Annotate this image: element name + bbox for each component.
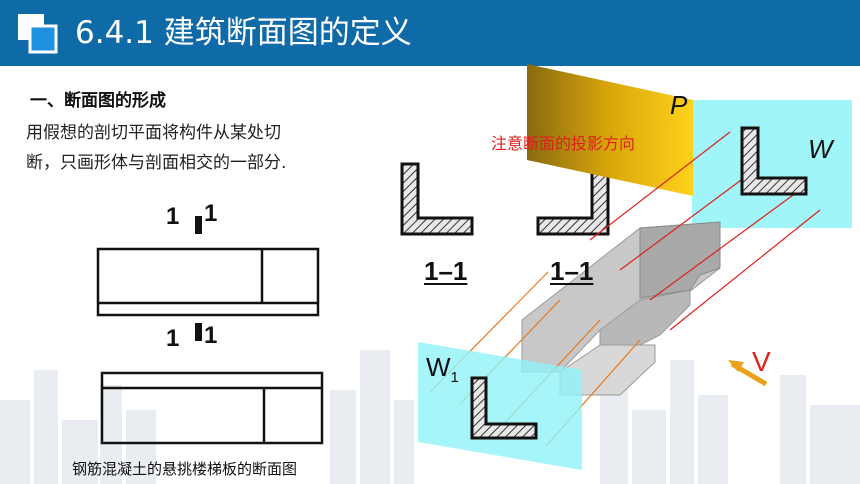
cut-label-mid-left: 1 xyxy=(166,325,180,352)
projection-note: 注意断面的投影方向 xyxy=(491,134,636,153)
city-skyline-background xyxy=(0,350,860,484)
plane-w1-label: W1 xyxy=(426,352,459,386)
squares-logo-icon xyxy=(18,14,58,54)
plane-w-label: W xyxy=(808,134,833,164)
plane-w1-letter: W xyxy=(426,352,451,382)
section-on-w1 xyxy=(470,376,538,440)
header-bar: 6.4.1 建筑断面图的定义 xyxy=(0,0,860,66)
plane-w1 xyxy=(418,342,582,470)
plane-p xyxy=(527,64,693,196)
view-label: V xyxy=(752,346,771,377)
figure-caption: 钢筋混凝土的悬挑楼梯板的断面图 xyxy=(72,460,298,478)
plane-p-label: P xyxy=(670,90,688,120)
plane-w xyxy=(692,100,852,228)
cut-label-top-left: 1 xyxy=(166,203,180,230)
page-title: 6.4.1 建筑断面图的定义 xyxy=(75,15,412,51)
section-on-w xyxy=(740,126,808,196)
para-line-1: 用假想的剖切平面将构件从某处切 xyxy=(26,123,281,143)
section-heading: 一、断面图的形成 xyxy=(30,91,166,111)
definition-paragraph: 用假想的剖切平面将构件从某处切 断，只画形体与剖面相交的一部分. xyxy=(26,118,386,178)
cut-label-mid-right: 1 xyxy=(204,322,218,349)
para-line-2: 断，只画形体与剖面相交的一部分. xyxy=(26,153,287,173)
plane-w1-subscript: 1 xyxy=(450,369,459,387)
view-direction-arrow xyxy=(728,360,768,387)
section-shape-left xyxy=(400,162,474,236)
section-label-left: 1–1 xyxy=(424,256,468,286)
cut-label-top-right: 1 xyxy=(204,200,218,227)
section-label-right: 1–1 xyxy=(550,256,594,286)
